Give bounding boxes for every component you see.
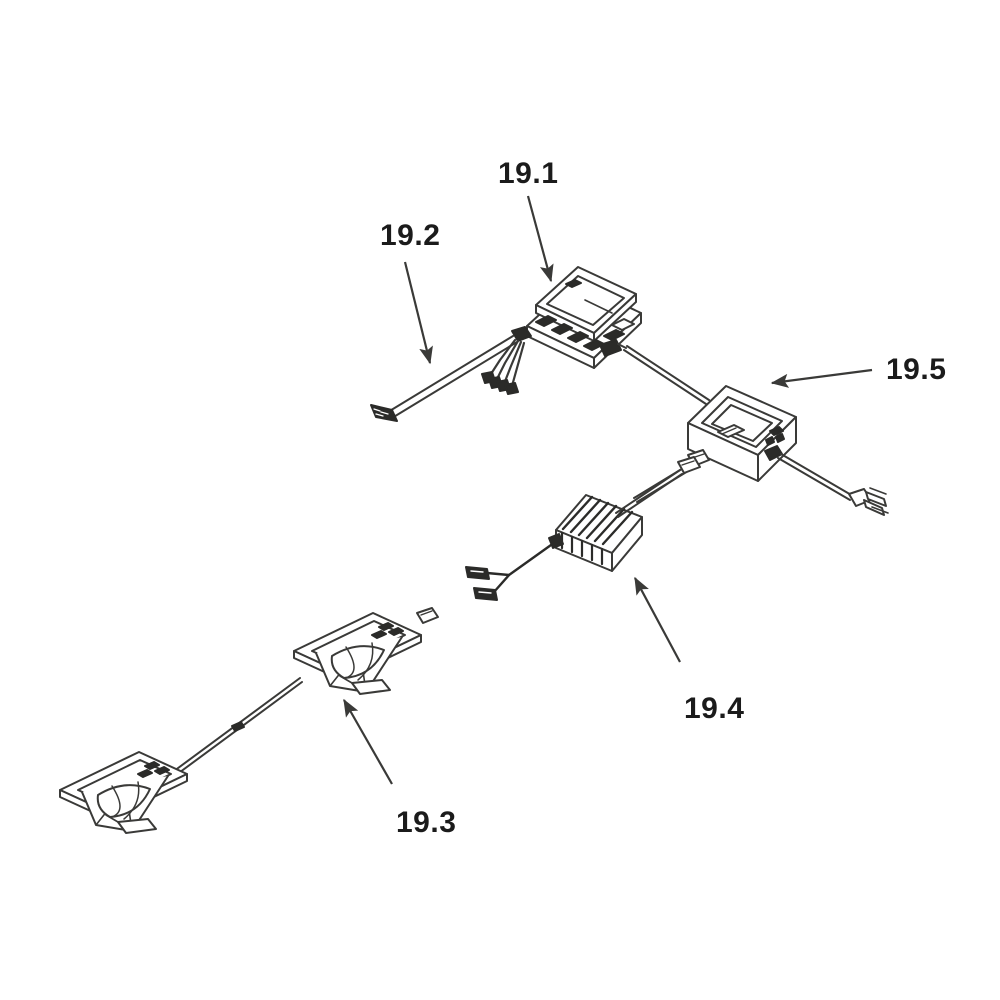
cable-fixture-to-fixture xyxy=(169,677,303,779)
line-art-group xyxy=(59,266,889,834)
callout-arrow-19-2 xyxy=(403,261,433,365)
callout-label-19-1: 19.1 xyxy=(498,157,559,190)
part-light-fixture-far xyxy=(59,751,188,834)
cable-transformer-to-fixture xyxy=(615,456,701,518)
part-wiring-harness xyxy=(370,326,532,422)
callout-arrow-19-1 xyxy=(526,195,554,283)
callout-label-19-5: 19.5 xyxy=(886,353,947,386)
part-outlet-box xyxy=(687,385,797,482)
callout-label-19-3: 19.3 xyxy=(396,806,457,839)
callout-label-19-2: 19.2 xyxy=(380,219,441,252)
callout-arrow-19-4 xyxy=(634,576,681,663)
part-transformer xyxy=(548,494,643,572)
callout-arrow-19-3 xyxy=(343,698,393,785)
cable-controlbox-to-outlet xyxy=(599,339,710,405)
transformer-y-lead xyxy=(465,543,553,601)
power-cord-plug xyxy=(777,453,889,516)
callout-arrows-group xyxy=(343,195,873,785)
part-light-fixture-near xyxy=(293,607,439,695)
part-control-box xyxy=(526,266,642,369)
callout-arrow-19-5 xyxy=(770,368,873,388)
callout-label-19-4: 19.4 xyxy=(684,692,745,725)
